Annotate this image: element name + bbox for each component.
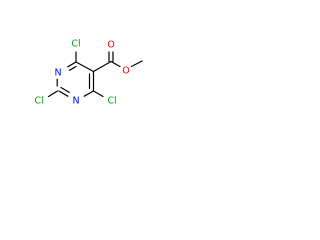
- atom-cl-left: Cl: [34, 96, 43, 107]
- atom-labels: Cl N N Cl Cl O O: [34, 39, 129, 107]
- bond-c2-n1-inner: [60, 86, 70, 94]
- atom-cl-right: Cl: [107, 96, 116, 107]
- atom-cl-top: Cl: [71, 39, 80, 50]
- bond-c5-carbonyl: [92, 60, 112, 73]
- bond-c5-c4: [75, 61, 95, 73]
- atom-n-lower: N: [72, 96, 79, 107]
- bond-carbonyl-oester: [110, 60, 121, 68]
- bond-c6-cl: [92, 90, 104, 98]
- bond-c4-n3-inner: [68, 65, 77, 71]
- structure-diagram: Cl N N Cl Cl O O: [34, 39, 143, 107]
- atom-o-carbonyl: O: [107, 40, 114, 51]
- atom-n-upper: N: [54, 68, 61, 79]
- bond-n1-c6: [83, 90, 95, 97]
- atom-o-ester: O: [122, 66, 129, 77]
- bond-oester-methyl: [130, 60, 143, 68]
- bonds: [47, 51, 143, 98]
- bond-c4-n3: [67, 61, 77, 68]
- bond-c2-cl: [47, 90, 59, 98]
- bond-c2-n1: [58, 90, 69, 97]
